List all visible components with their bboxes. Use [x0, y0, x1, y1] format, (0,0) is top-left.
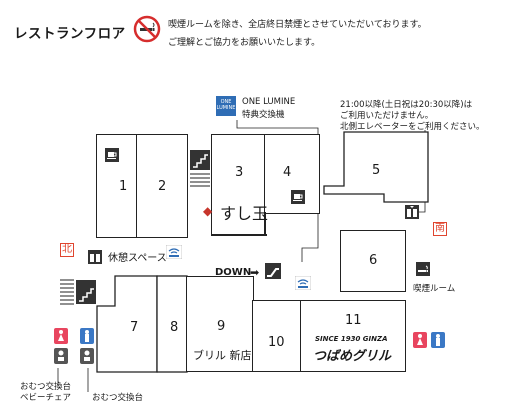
shop-2[interactable]: 2: [136, 134, 188, 238]
shop-3[interactable]: 3: [211, 134, 267, 236]
brill-logo: ブリル 新店: [193, 349, 252, 362]
shop-11[interactable]: 11 SINCE 1930 GINZA つばめグリル: [300, 300, 406, 372]
restroom-male-icon: [80, 328, 94, 344]
shop-7[interactable]: 7: [130, 320, 139, 335]
arrow-right-icon: ➡: [250, 266, 260, 279]
shop-1[interactable]: 1: [96, 134, 138, 238]
escalator-icon: [265, 263, 281, 279]
restroom-female-icon: [413, 332, 427, 348]
one-lumine-subtitle: 特典交換機: [242, 110, 285, 120]
shop-5-number: 5: [372, 163, 381, 178]
restroom-male-icon: [431, 332, 445, 348]
shop-8[interactable]: 8: [170, 320, 179, 335]
rest-space-label: 休憩スペース: [108, 253, 167, 264]
note-line-3: 北側エレベーターをご利用ください。: [340, 122, 485, 132]
down-label: DOWN: [215, 267, 252, 278]
shop-10[interactable]: 10: [252, 300, 302, 372]
notice-line-1: 喫煙ルームを除き、全店終日禁煙とさせていただいております。: [168, 20, 427, 30]
restroom-female-icon: [54, 328, 68, 344]
diaper-baby-label: おむつ交換台: [20, 382, 72, 392]
smoking-room-label: 喫煙ルーム: [413, 284, 456, 294]
wifi-icon: [166, 245, 182, 259]
smoking-icon: [416, 262, 430, 276]
north-sign: 北: [60, 243, 74, 257]
elevator-icon: [88, 250, 102, 264]
elevator-icon: [405, 205, 419, 219]
baby-chair-label: ベビーチェア: [20, 393, 72, 403]
note-line-1: 21:00以降(土日祝は20:30以降)は: [340, 100, 473, 110]
one-lumine-title: ONE LUMINE: [242, 97, 296, 107]
grill-since-label: SINCE 1930 GINZA: [315, 335, 388, 343]
stairs-icon: [60, 279, 96, 305]
sushi-mark-icon: ◆: [203, 204, 213, 218]
cafe-icon: [105, 148, 119, 162]
stairs-icon: [190, 150, 210, 187]
wifi-icon: [295, 276, 311, 290]
shop-3-edge: [264, 212, 266, 236]
south-sign: 南: [433, 222, 447, 236]
no-smoking-icon: [133, 15, 161, 43]
page-title: レストランフロア: [14, 26, 126, 42]
cafe-icon: [291, 190, 305, 204]
diaper-label: おむつ交換台: [92, 393, 144, 403]
baby-icon: [80, 348, 94, 364]
baby-icon: [54, 348, 68, 364]
one-lumine-logo: ONE LUMINE: [216, 96, 236, 116]
notice-line-2: ご理解とご協力をお願いいたします。: [168, 38, 321, 48]
shop-6[interactable]: 6: [340, 230, 406, 292]
note-line-2: ご利用いただけません。: [340, 111, 434, 121]
shop-9[interactable]: 9 ブリル 新店: [186, 276, 254, 372]
shop-3-bottom: [211, 234, 267, 236]
shop-5[interactable]: [322, 128, 432, 206]
grill-logo: つばめグリル: [313, 349, 392, 364]
sushi-logo: すし玉: [220, 204, 269, 223]
shops-7-8-outline: [96, 275, 188, 373]
